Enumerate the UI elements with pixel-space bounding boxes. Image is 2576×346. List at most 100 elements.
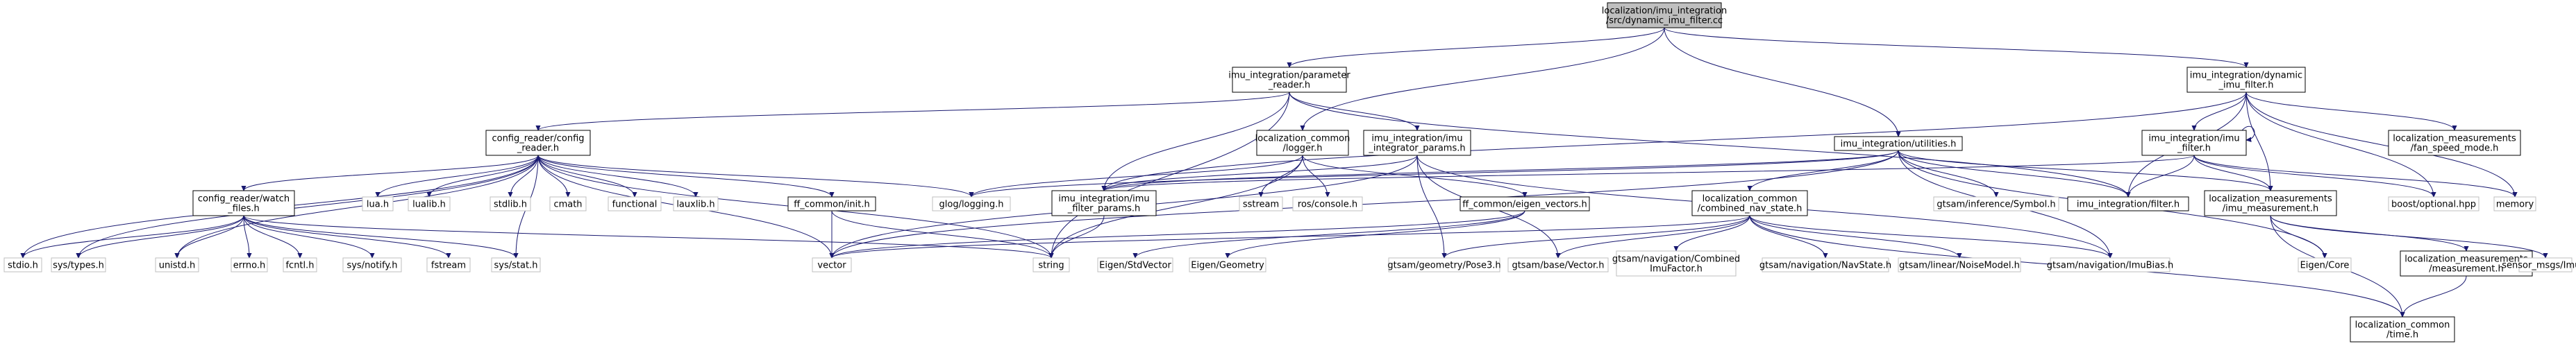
node-box	[1239, 196, 1283, 211]
node-unistd[interactable]: unistd.h	[155, 257, 199, 273]
edge-config_reader-to-lauxlib	[537, 155, 696, 197]
node-fan-speed[interactable]: localization_measurements/fan_speed_mode…	[2388, 130, 2521, 156]
node-ros-console[interactable]: ros/console.h	[1292, 196, 1363, 211]
node-label: ros/console.h	[1298, 200, 1357, 210]
node-label: gtsam/geometry/Pose3.h	[1387, 261, 1500, 271]
edge-dyn_filter-to-imu_filter_params	[1104, 92, 2247, 191]
node-config-reader[interactable]: config_reader/config_reader.h	[485, 130, 591, 156]
node-box	[2141, 130, 2247, 156]
node-eigen-vectors[interactable]: ff_common/eigen_vectors.h	[1460, 196, 1590, 211]
node-imu-measurement[interactable]: localization_measurements/imu_measuremen…	[2204, 190, 2337, 216]
node-label: /fan_speed_mode.h	[2411, 144, 2499, 154]
edge-logger-to-glog	[971, 155, 1303, 197]
node-base-vector[interactable]: gtsam/base/Vector.h	[1507, 257, 1609, 273]
node-box	[2493, 196, 2536, 211]
node-dyn-filter[interactable]: imu_integration/dynamic_imu_filter.h	[2186, 67, 2306, 93]
node-box	[1607, 2, 1722, 28]
node-boost-optional[interactable]: boost/optional.hpp	[2388, 196, 2479, 211]
node-label: config_reader/watch	[198, 194, 290, 205]
node-eigen-geometry[interactable]: Eigen/Geometry	[1189, 257, 1266, 273]
node-imu-filter[interactable]: imu_integration/imu_filter.h	[2141, 130, 2247, 156]
node-lualib[interactable]: lualib.h	[408, 196, 451, 211]
node-lc-time[interactable]: localization_common/time.h	[2350, 316, 2455, 343]
node-box	[408, 196, 451, 211]
edge-config_reader-to-glog	[537, 155, 971, 197]
node-pose3[interactable]: gtsam/geometry/Pose3.h	[1387, 257, 1501, 273]
node-box	[787, 196, 876, 211]
node-memory[interactable]: memory	[2493, 196, 2536, 211]
node-glog[interactable]: glog/logging.h	[932, 196, 1011, 211]
node-filter[interactable]: imu_integration/filter.h	[2067, 196, 2189, 211]
node-utilities[interactable]: imu_integration/utilities.h	[1834, 136, 1963, 151]
node-vector[interactable]: vector	[812, 257, 852, 273]
node-ff-init[interactable]: ff_common/init.h	[787, 196, 876, 211]
node-label: imu_integration/utilities.h	[1841, 139, 1957, 150]
node-label: _filter_params.h	[1067, 204, 1141, 214]
node-label: sys/types.h	[53, 261, 104, 271]
node-sys-types[interactable]: sys/types.h	[51, 257, 106, 273]
node-root[interactable]: localization/imu_integration/src/dynamic…	[1602, 2, 1727, 28]
node-combined-nav[interactable]: localization_common/combined_nav_state.h	[1691, 190, 1808, 216]
node-errno[interactable]: errno.h	[231, 257, 268, 273]
node-box	[1097, 257, 1173, 273]
node-sys-notify[interactable]: sys/notify.h	[342, 257, 402, 273]
node-lauxlib[interactable]: lauxlib.h	[673, 196, 719, 211]
node-label: imu_integration/imu	[2148, 134, 2239, 144]
node-label: gtsam/navigation/Combined	[1612, 254, 1740, 265]
node-label: imu_integration/parameter	[1228, 71, 1350, 81]
node-box	[549, 196, 587, 211]
node-stdio[interactable]: stdio.h	[3, 257, 42, 273]
node-noise-model[interactable]: gtsam/linear/NoiseModel.h	[1898, 257, 2021, 273]
edge-logger-to-eigen_vectors	[1302, 155, 1525, 197]
node-label: /combined_nav_state.h	[1698, 204, 1803, 214]
node-box	[932, 196, 1011, 211]
node-box	[2186, 67, 2306, 93]
node-navstate[interactable]: gtsam/navigation/NavState.h	[1759, 257, 1891, 273]
node-box	[2518, 257, 2573, 273]
node-label: glog/logging.h	[939, 200, 1004, 210]
edge-watch_files-to-sys_notify	[243, 215, 372, 258]
node-stdlib[interactable]: stdlib.h	[490, 196, 531, 211]
node-cmath[interactable]: cmath	[549, 196, 587, 211]
node-sstream[interactable]: sstream	[1239, 196, 1283, 211]
edge-root-to-utilities	[1664, 27, 1898, 137]
node-box	[2050, 257, 2171, 273]
node-box	[2067, 196, 2189, 211]
node-box	[1032, 257, 1070, 273]
node-label: _files.h	[227, 204, 259, 214]
node-label: _reader.h	[517, 144, 559, 154]
node-lua[interactable]: lua.h	[362, 196, 394, 211]
node-string[interactable]: string	[1032, 257, 1070, 273]
edge-config_reader-to-sys_types	[78, 155, 539, 258]
edge-logger-to-string	[1051, 155, 1303, 258]
node-param-reader[interactable]: imu_integration/parameter_reader.h	[1228, 67, 1350, 93]
node-eigen-core[interactable]: Eigen/Core	[2298, 257, 2352, 273]
node-label: boost/optional.hpp	[2391, 200, 2476, 210]
edge-utilities-to-filter	[1898, 150, 2128, 197]
node-box	[485, 130, 591, 156]
node-fcntl[interactable]: fcntl.h	[283, 257, 317, 273]
node-sensor-imu[interactable]: sensor_msgs/Imu.h	[2502, 257, 2576, 273]
edge-root-to-dyn_filter	[1664, 27, 2246, 67]
node-symbol[interactable]: gtsam/inference/Symbol.h	[1933, 196, 2059, 211]
node-integrator-params[interactable]: imu_integration/imu_integrator_params.h	[1363, 130, 1471, 156]
node-box	[1460, 196, 1590, 211]
node-box	[2388, 196, 2479, 211]
edge-param_reader-to-integrator_params	[1289, 92, 1417, 130]
node-sys-stat[interactable]: sys/stat.h	[491, 257, 541, 273]
node-logger[interactable]: localization_common/logger.h	[1255, 130, 1350, 156]
node-label: imu_integration/imu	[1371, 134, 1462, 144]
node-imu-filter-params[interactable]: imu_integration/imu_filter_params.h	[1051, 190, 1157, 216]
node-label: sys/notify.h	[346, 261, 397, 271]
node-label: ff_common/init.h	[794, 200, 869, 210]
node-watch-files[interactable]: config_reader/watch_files.h	[192, 190, 295, 216]
node-eigen-stdvector[interactable]: Eigen/StdVector	[1097, 257, 1173, 273]
node-label: localization/imu_integration	[1602, 6, 1727, 17]
node-fstream[interactable]: fstream	[426, 257, 471, 273]
node-box	[1363, 130, 1471, 156]
node-functional[interactable]: functional	[608, 196, 662, 211]
node-label: Eigen/StdVector	[1099, 261, 1171, 271]
node-imu-bias[interactable]: gtsam/navigation/ImuBias.h	[2047, 257, 2174, 273]
